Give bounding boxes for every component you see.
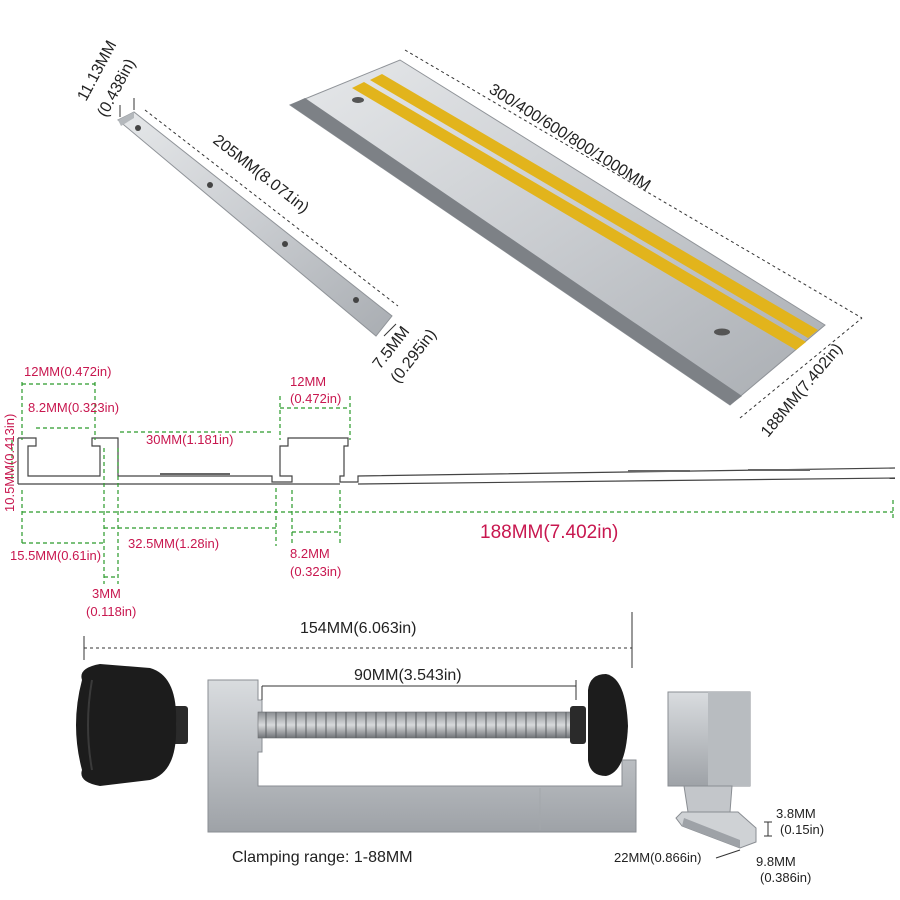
clamp-body <box>207 679 637 833</box>
guide-rail-body <box>288 59 826 406</box>
rail-profile-drawing: 12MM(0.472in) 8.2MM(0.323in) 10.5MM(0.41… <box>2 364 896 619</box>
clamp-left-knob <box>76 664 177 786</box>
miter-bar-screw-hole <box>282 241 288 247</box>
profile-total-width-label: 188MM(7.402in) <box>480 522 618 543</box>
profile-left-offset-label: 15.5MM(0.61in) <box>10 548 101 563</box>
t-slider-length-label: 22MM(0.866in) <box>614 850 701 865</box>
t-slider-height-label: 3.8MM <box>776 806 816 821</box>
clamp-range-caption: Clamping range: 1-88MM <box>232 849 413 866</box>
profile-lip-label: 3MM <box>92 586 121 601</box>
profile-slot-width-right-label: 12MM <box>290 374 326 389</box>
profile-slot-gap-label: 30MM(1.181in) <box>146 432 233 447</box>
profile-slot-inner-right-inch-label: (0.323in) <box>290 564 341 579</box>
t-slider-width-inch-label: (0.386in) <box>760 870 811 885</box>
guide-rail-yellow-strip <box>352 82 806 350</box>
t-slider-height-inch-label: (0.15in) <box>780 822 824 837</box>
rail-profile-outline <box>18 437 896 483</box>
profile-lip-inch-label: (0.118in) <box>86 604 136 619</box>
profile-slot-height-label: 10.5MM(0.413in) <box>2 414 17 512</box>
profile-slot-width-left-label: 12MM(0.472in) <box>24 364 111 379</box>
profile-slot-inner-right-label: 8.2MM <box>290 546 330 561</box>
guide-rail-yellow-strip <box>370 74 818 338</box>
clamp-right-knob <box>588 674 628 776</box>
guide-rail-drawing: 300/400/600/800/1000MM 188MM(7.402in) <box>288 49 863 441</box>
profile-slot-width-right-inch-label: (0.472in) <box>290 391 341 406</box>
t-slider-width-label: 9.8MM <box>756 854 796 869</box>
t-slider-base <box>675 811 757 849</box>
miter-bar-screw-hole <box>353 297 359 303</box>
clamp-screw <box>257 711 579 739</box>
clamp-screw-length-label: 90MM(3.543in) <box>354 667 462 684</box>
profile-slot-inner-left-label: 8.2MM(0.323in) <box>28 400 119 415</box>
clamp-drawing: 154MM(6.063in) <box>76 612 637 866</box>
t-slider-drawing: 3.8MM (0.15in) 22MM(0.866in) 9.8MM (0.38… <box>614 691 824 885</box>
profile-center-offset-label: 32.5MM(1.28in) <box>128 536 219 551</box>
miter-bar-screw-hole <box>207 182 213 188</box>
miter-bar-screw-hole <box>135 125 141 131</box>
clamp-overall-length-label: 154MM(6.063in) <box>300 620 417 637</box>
